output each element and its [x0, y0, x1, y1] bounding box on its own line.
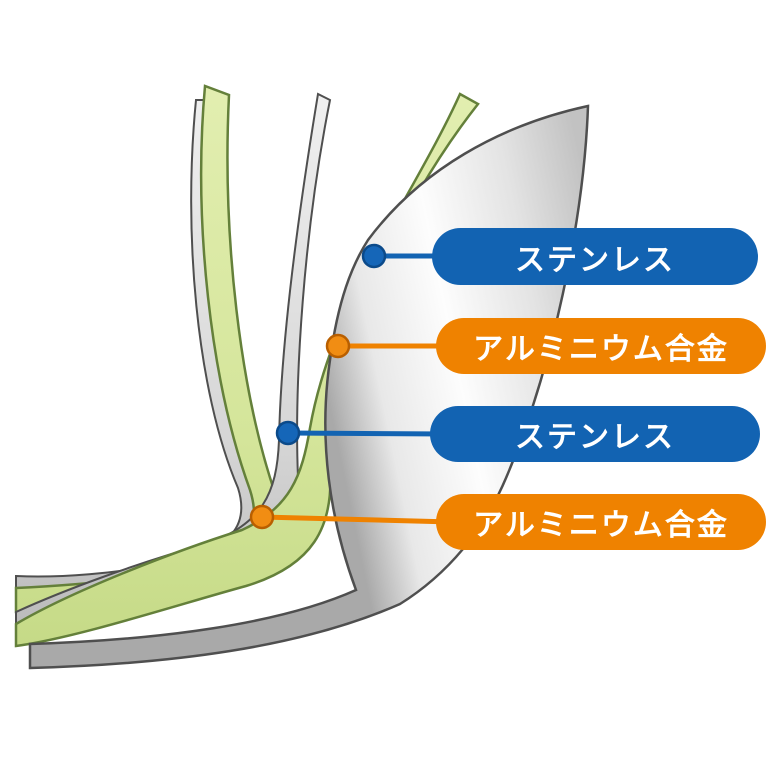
label-pill-stainless-2: ステンレス	[430, 406, 760, 462]
label-pill-aluminum-1: アルミニウム合金	[436, 318, 766, 374]
callout-line-aluminum-2	[261, 514, 453, 525]
label-pill-aluminum-2: アルミニウム合金	[436, 494, 766, 550]
callout-line-stainless-2	[287, 430, 447, 437]
callout-dot-aluminum-1	[325, 333, 351, 359]
callout-dot-aluminum-2	[249, 504, 275, 530]
label-pill-stainless-1: ステンレス	[432, 228, 758, 285]
callout-dot-stainless-2	[275, 420, 301, 446]
callout-dot-stainless-1	[361, 243, 387, 269]
